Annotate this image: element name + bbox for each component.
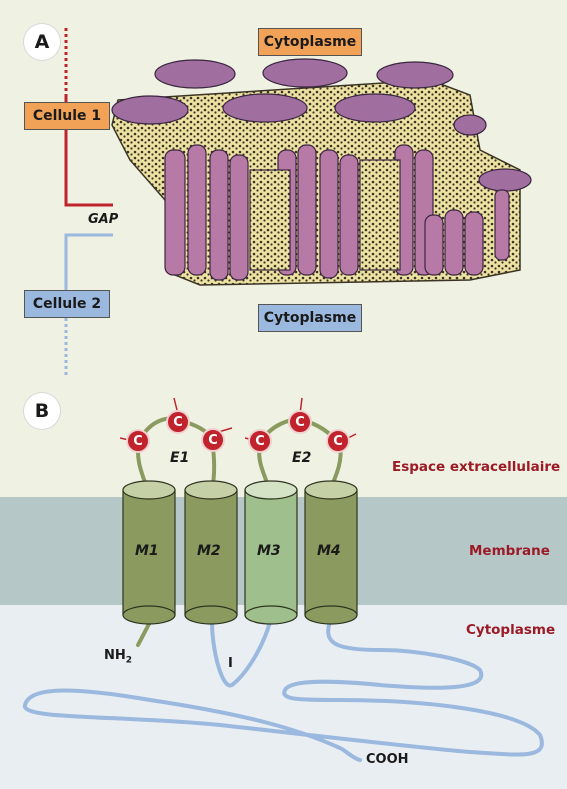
- cytoplasm-bottom-label: Cytoplasme: [258, 304, 362, 332]
- segment-m1-label: M1: [135, 543, 159, 559]
- cell1-label: Cellule 1: [24, 102, 110, 130]
- transmembrane-helices: [122, 480, 358, 625]
- gap-junction-illustration: [111, 58, 532, 286]
- c-terminus-label: COOH: [366, 752, 409, 767]
- n-terminus-text: NH: [104, 648, 126, 663]
- segment-m4-label: M4: [317, 543, 341, 559]
- cytoplasm-label: Cytoplasme: [466, 622, 556, 638]
- loop-i-label: I: [228, 656, 233, 671]
- cysteine-5: C: [288, 410, 312, 434]
- n-terminus-subscript: 2: [125, 655, 133, 666]
- cysteine-4: C: [248, 429, 272, 453]
- cytoplasm-top-label: Cytoplasme: [258, 28, 362, 56]
- cell1-membrane-line: [64, 28, 113, 207]
- cytoplasm-area: [0, 605, 567, 789]
- cysteine-6: C: [326, 429, 350, 453]
- loop-e2-label: E2: [292, 450, 312, 466]
- cysteine-1: C: [126, 429, 150, 453]
- cysteine-spikes: [119, 397, 357, 443]
- panel-a-badge: A: [24, 24, 60, 60]
- membrane-label: Membrane: [469, 543, 550, 559]
- n-terminus-label: NH2: [104, 648, 132, 666]
- cysteine-2: C: [166, 410, 190, 434]
- n-terminus-chain: [136, 620, 152, 647]
- segment-m3-label: M3: [257, 543, 281, 559]
- cysteine-3: C: [201, 428, 225, 452]
- segment-m2-label: M2: [197, 543, 221, 559]
- loop-e1-label: E1: [170, 450, 190, 466]
- cell2-label: Cellule 2: [24, 290, 110, 318]
- cytoplasmic-chain: [23, 620, 544, 762]
- panel-b-badge: B: [24, 393, 60, 429]
- gap-label: GAP: [88, 212, 119, 227]
- extracellular-label: Espace extracellulaire: [392, 459, 561, 475]
